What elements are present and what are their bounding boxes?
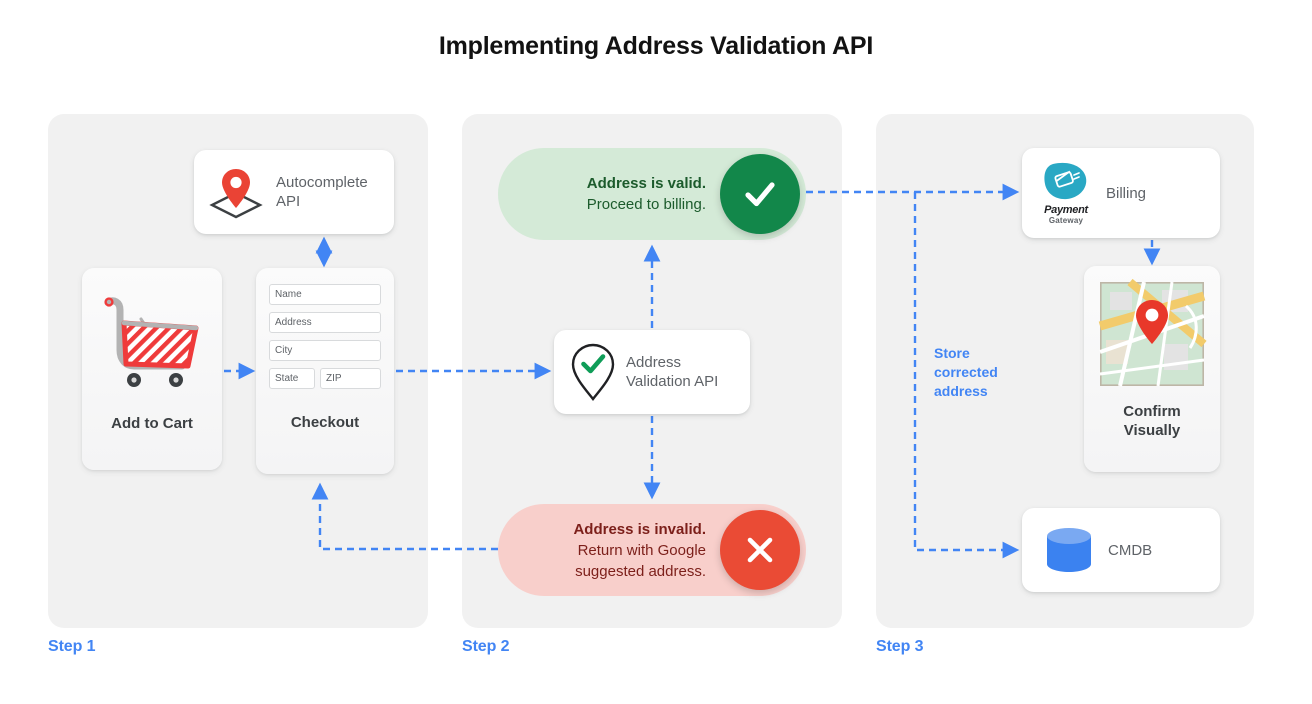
name-field[interactable]: Name	[269, 284, 381, 305]
step-3-label: Step 3	[876, 638, 924, 655]
map-pin-diamond-icon	[206, 163, 266, 221]
pin-check-icon	[570, 342, 616, 402]
map-thumbnail-icon	[1098, 278, 1207, 387]
confirm-visually-card[interactable]: Confirm Visually	[1084, 266, 1220, 472]
address-valid-sub: Proceed to billing.	[586, 196, 706, 213]
payment-logo-top: Payment	[1044, 204, 1088, 216]
add-to-cart-label: Add to Cart	[111, 415, 193, 432]
cmdb-card[interactable]: CMDB	[1022, 508, 1220, 592]
payment-gateway-icon: Payment Gateway	[1038, 161, 1094, 225]
address-invalid-headline: Address is invalid.	[573, 520, 706, 538]
address-invalid-sub-line1: Return with Google	[577, 541, 706, 559]
shopping-cart-icon	[100, 292, 204, 388]
checkout-card[interactable]: Name Address City State ZIP Checkout	[256, 268, 394, 474]
payment-logo-bottom: Gateway	[1048, 216, 1084, 225]
zip-field[interactable]: ZIP	[320, 368, 381, 389]
cmdb-label: CMDB	[1108, 541, 1153, 559]
autocomplete-api-label: Autocomplete API	[276, 174, 368, 210]
address-invalid-text: Address is invalid. Return with Google s…	[573, 519, 720, 582]
address-validation-api-label: Address Validation API	[626, 354, 719, 390]
page-title: Implementing Address Validation API	[438, 32, 874, 60]
checkout-label: Checkout	[290, 414, 360, 431]
address-valid-text: Address is valid. Proceed to billing.	[587, 173, 720, 215]
step-1-label: Step 1	[48, 638, 96, 655]
address-valid-pill: Address is valid. Proceed to billing.	[498, 148, 806, 240]
address-invalid-sub-line2: suggested address.	[575, 562, 706, 580]
billing-label: Billing	[1106, 184, 1147, 202]
address-validation-api-card[interactable]: Address Validation API	[554, 330, 750, 414]
x-circle-icon	[720, 510, 800, 590]
state-zip-row: State ZIP	[269, 368, 381, 396]
check-circle-icon	[720, 154, 800, 234]
address-valid-headline: Address is valid.	[586, 175, 706, 192]
autocomplete-api-card[interactable]: Autocomplete API	[194, 150, 394, 234]
state-field[interactable]: State	[269, 368, 315, 389]
database-cylinder-icon	[1044, 525, 1094, 575]
store-corrected-address-note: Store corrected address	[934, 345, 998, 399]
address-invalid-pill: Address is invalid. Return with Google s…	[498, 504, 806, 596]
address-field[interactable]: Address	[269, 312, 381, 333]
billing-card[interactable]: Payment Gateway Billing	[1022, 148, 1220, 238]
city-field[interactable]: City	[269, 340, 381, 361]
step-2-label: Step 2	[462, 638, 510, 655]
confirm-visually-label: Confirm Visually	[1123, 403, 1181, 439]
add-to-cart-card[interactable]: Add to Cart	[82, 268, 222, 470]
